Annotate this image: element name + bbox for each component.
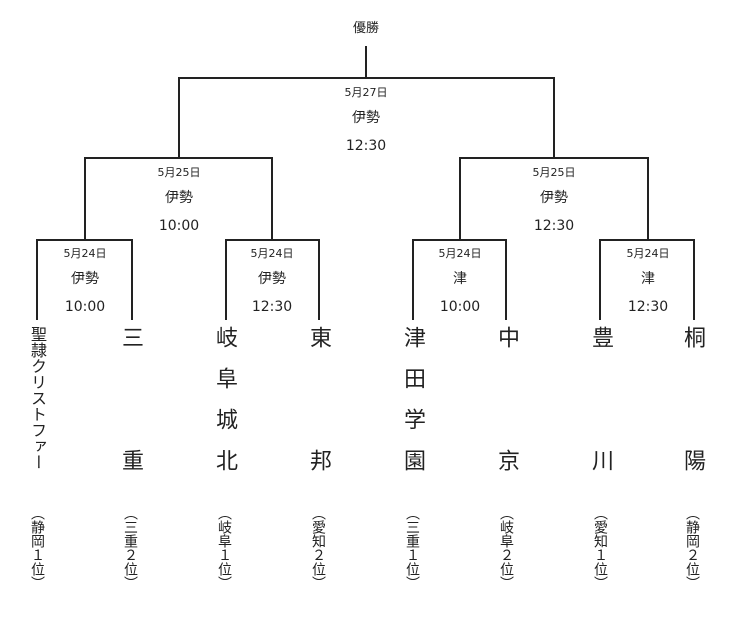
semifinal-1-time: 10:00 — [158, 218, 200, 234]
round1-4-time: 12:30 — [627, 299, 669, 315]
round1-2-date: 5月24日 — [250, 247, 294, 260]
round1-4-venue: 津 — [641, 271, 655, 287]
team-5-name: 津田学園 — [400, 326, 425, 490]
round1-4-date: 5月24日 — [626, 247, 670, 260]
team-2-pref: （三重２位） — [122, 506, 138, 590]
team-7-pref: （愛知１位） — [592, 506, 608, 590]
semifinal-1-venue: 伊勢 — [165, 190, 193, 206]
team-7-name: 豊 川 — [588, 326, 613, 490]
semifinal-2-venue: 伊勢 — [540, 190, 568, 206]
round1-3-venue: 津 — [453, 271, 467, 287]
team-3-pref: （岐阜１位） — [216, 506, 232, 590]
round1-match1-line — [36, 239, 133, 320]
round1-match3-line — [412, 239, 507, 320]
round1-1-venue: 伊勢 — [71, 271, 99, 287]
semifinal-1-date: 5月25日 — [157, 166, 201, 179]
round1-1-date: 5月24日 — [63, 247, 107, 260]
team-3-name: 岐阜城北 — [212, 326, 237, 490]
round1-2-time: 12:30 — [251, 299, 293, 315]
semifinal-2-date: 5月25日 — [532, 166, 576, 179]
round1-3-time: 10:00 — [439, 299, 481, 315]
team-4-name: 東 邦 — [306, 326, 331, 490]
final-venue: 伊勢 — [352, 110, 380, 126]
final-date: 5月27日 — [344, 86, 388, 99]
champion-label: 優勝 — [352, 21, 380, 36]
round1-match2-line — [225, 239, 320, 320]
team-2-name: 三 重 — [118, 326, 143, 490]
round1-3-date: 5月24日 — [438, 247, 482, 260]
round1-match4-line — [599, 239, 695, 320]
team-6-name: 中 京 — [494, 326, 519, 490]
team-6-pref: （岐阜２位） — [498, 506, 514, 590]
round1-2-venue: 伊勢 — [258, 271, 286, 287]
final-time: 12:30 — [345, 138, 387, 154]
semifinal-left-line — [84, 157, 273, 240]
final-bracket-line — [178, 77, 555, 158]
team-5-pref: （三重１位） — [404, 506, 420, 590]
team-4-pref: （愛知２位） — [310, 506, 326, 590]
semifinal-right-line — [459, 157, 649, 240]
semifinal-2-time: 12:30 — [533, 218, 575, 234]
team-1-name: 聖隷クリストファー — [28, 326, 47, 470]
round1-1-time: 10:00 — [64, 299, 106, 315]
team-8-name: 桐 陽 — [680, 326, 705, 490]
team-1-pref: （静岡１位） — [29, 506, 45, 590]
team-8-pref: （静岡２位） — [684, 506, 700, 590]
